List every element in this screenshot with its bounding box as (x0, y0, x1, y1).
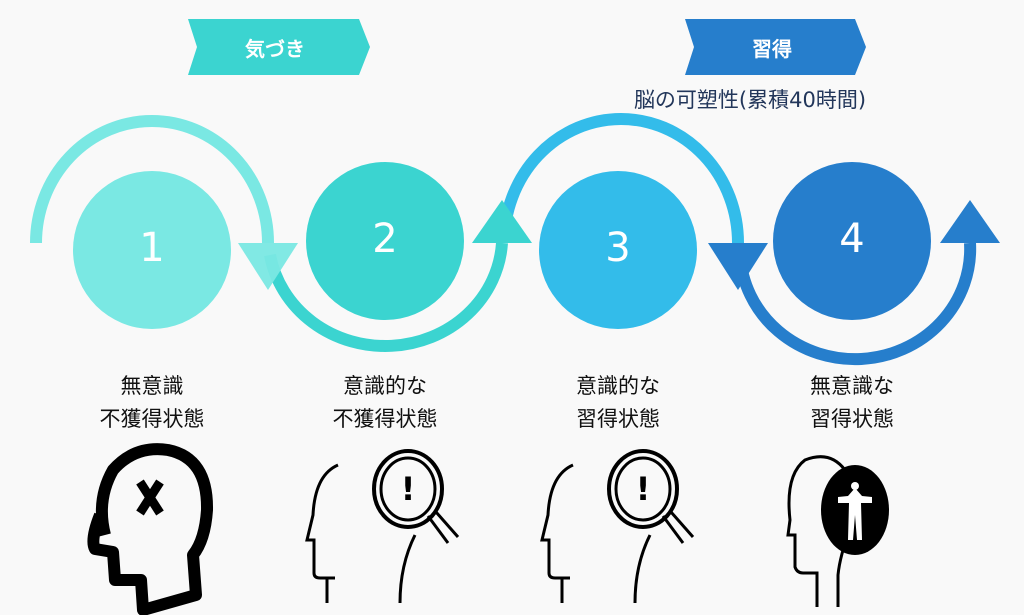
arc-4 (734, 242, 977, 366)
exclamation-icon: ! (636, 470, 651, 508)
stage-3-number: 3 (605, 225, 631, 271)
banner-learning: 習得 (752, 37, 792, 61)
head-magnifier-icon (540, 449, 695, 604)
stage-2-circle (306, 162, 464, 320)
arc-3 (498, 113, 744, 244)
stage-1-line1: 無意識 (120, 374, 184, 398)
exclamation-icon: ! (401, 470, 416, 508)
banner-awareness-shape (188, 19, 370, 75)
arrow-down-icon (238, 243, 298, 290)
stage-4-line2: 習得状態 (810, 407, 894, 431)
stage-3-circle (539, 171, 697, 329)
arc-2 (264, 242, 508, 352)
head-x-icon (87, 443, 214, 615)
stage-3-line1: 意識的な (576, 374, 660, 398)
stage-1-label: 無意識不獲得状態 (52, 370, 252, 436)
stage-1-number: 1 (139, 225, 165, 271)
stage-3-line2: 習得状態 (576, 407, 660, 431)
head-brain-icon (786, 455, 889, 607)
stage-1-circle (73, 171, 231, 329)
stage-4-number: 4 (839, 216, 865, 262)
banner-learning-shape (685, 19, 866, 75)
arrow-up-icon (472, 200, 532, 243)
stage-2-line1: 意識的な (343, 374, 427, 398)
stage-4-label: 無意識な習得状態 (752, 370, 952, 436)
banner-awareness: 気づき (245, 37, 305, 61)
arrow-down-icon (708, 243, 768, 290)
arc-1 (30, 115, 274, 244)
stage-2-number: 2 (372, 216, 398, 262)
stage-3-label: 意識的な習得状態 (518, 370, 718, 436)
stage-2-line2: 不獲得状態 (332, 407, 438, 431)
head-magnifier-icon (305, 449, 460, 604)
stage-4-line1: 無意識な (810, 374, 894, 398)
stage-4-circle (773, 162, 931, 320)
x-mark-icon (136, 479, 164, 516)
arrow-up-icon (940, 200, 1000, 243)
subtitle: 脳の可塑性(累積40時間) (633, 88, 867, 112)
stage-1-line2: 不獲得状態 (99, 407, 205, 431)
stage-2-label: 意識的な不獲得状態 (285, 370, 485, 436)
